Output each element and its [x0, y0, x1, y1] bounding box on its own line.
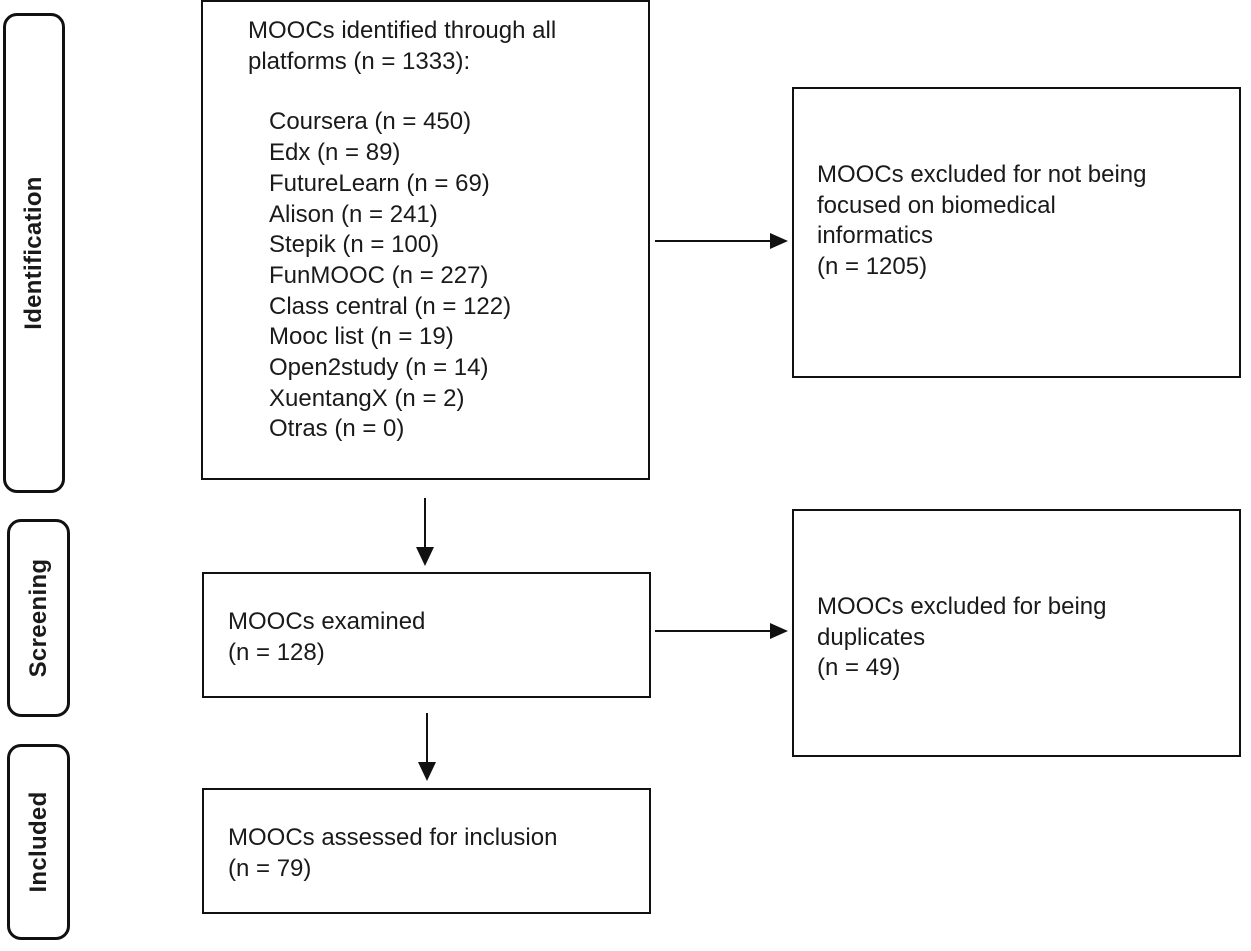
arrow-head-down-icon [418, 762, 436, 781]
platform-item: Mooc list (n = 19) [269, 323, 454, 351]
platform-item: Alison (n = 241) [269, 200, 438, 228]
excluded-not-focused-count: (n = 1205) [817, 253, 928, 281]
arrow-head-right-icon [770, 233, 788, 249]
assessed-box: MOOCs assessed for inclusion (n = 79) [202, 788, 651, 914]
excluded-not-focused-line3: informatics [817, 222, 934, 250]
platform-item: Otras (n = 0) [269, 415, 405, 443]
platform-item: Open2study (n = 14) [269, 354, 489, 382]
examined-line1: MOOCs examined [228, 608, 426, 635]
identified-heading-line1: MOOCs identified through all [248, 17, 557, 44]
excluded-not-focused-box: MOOCs excluded for not being focused on … [792, 87, 1241, 378]
assessed-line1: MOOCs assessed for inclusion [228, 824, 558, 851]
phase-screening: Screening [7, 519, 70, 717]
platform-item: Edx (n = 89) [269, 139, 401, 167]
examined-count: (n = 128) [228, 638, 325, 666]
phase-included: Included [7, 744, 70, 940]
platform-item: FunMOOC (n = 227) [269, 261, 489, 289]
excluded-not-focused-line2: focused on biomedical [817, 191, 1056, 219]
excluded-not-focused-line1: MOOCs excluded for not being [817, 161, 1147, 188]
excluded-duplicates-line1: MOOCs excluded for being [817, 593, 1107, 620]
excluded-duplicates-count: (n = 49) [817, 654, 901, 682]
platform-list: Coursera (n = 450) Edx (n = 89) FutureLe… [248, 107, 648, 445]
arrow-head-right-icon [770, 623, 788, 639]
assessed-count: (n = 79) [228, 854, 312, 882]
excluded-duplicates-box: MOOCs excluded for being duplicates (n =… [792, 509, 1241, 757]
platform-item: Class central (n = 122) [269, 292, 512, 320]
phase-identification: Identification [3, 13, 65, 493]
excluded-duplicates-line2: duplicates [817, 623, 926, 651]
platform-item: Coursera (n = 450) [269, 108, 472, 136]
examined-box: MOOCs examined (n = 128) [202, 572, 651, 698]
platform-item: Stepik (n = 100) [269, 231, 440, 259]
platform-item: FutureLearn (n = 69) [269, 169, 490, 197]
identified-box: MOOCs identified through all platforms (… [201, 0, 650, 480]
arrow-head-down-icon [416, 547, 434, 566]
identified-heading-line2: platforms (n = 1333): [248, 47, 471, 75]
platform-item: XuentangX (n = 2) [269, 384, 465, 412]
